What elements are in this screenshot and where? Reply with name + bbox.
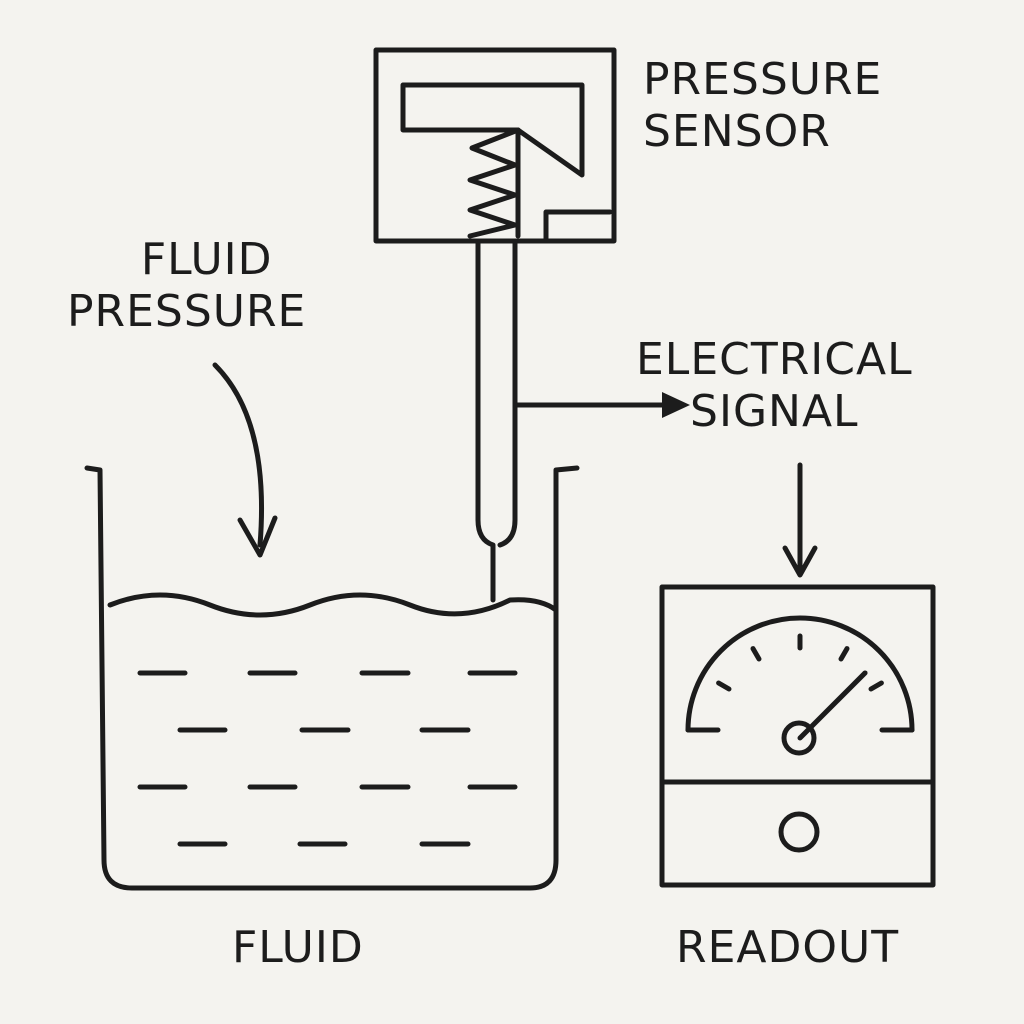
readout-knob [778, 811, 820, 853]
gauge-pivot [781, 720, 817, 756]
sensor-terminal [543, 209, 613, 244]
signal-arrowhead [662, 392, 690, 418]
sensor-diaphragm [400, 82, 585, 178]
label-line: PRESSURE [643, 54, 883, 105]
container-walls [84, 465, 580, 891]
fluid-dashes [137, 670, 518, 847]
fluid-pressure-arrowhead [237, 515, 278, 558]
label-line: SIGNAL [690, 386, 859, 437]
label-readout: READOUT [676, 922, 900, 973]
probe-left [475, 238, 496, 603]
label-pressure-sensor: PRESSURE SENSOR [643, 54, 882, 158]
probe-right [497, 238, 518, 548]
label-electrical-signal: ELECTRICAL SIGNAL [636, 334, 913, 438]
fluid-pressure-arrow [212, 362, 265, 548]
gauge-tick [868, 680, 884, 692]
label-line: SENSOR [643, 106, 831, 157]
gauge-arc [685, 615, 915, 733]
gauge-tick [716, 680, 732, 692]
gauge-ticks [716, 633, 884, 692]
fluid-surface [107, 592, 559, 618]
readout-housing [659, 584, 936, 888]
label-line: PRESSURE [67, 286, 307, 337]
label-fluid-pressure: FLUID PRESSURE [67, 234, 306, 338]
label-fluid: FLUID [232, 922, 364, 973]
readout-meter [659, 584, 936, 888]
sensor-spring [467, 127, 521, 239]
fluid-container [84, 465, 580, 891]
gauge-tick [750, 646, 762, 662]
readout-arrowhead [782, 545, 818, 578]
label-line: FLUID [140, 234, 273, 285]
pressure-sensor [373, 47, 617, 244]
sensor-housing [373, 47, 617, 244]
label-line: ELECTRICAL [636, 334, 913, 385]
gauge-tick [838, 646, 850, 662]
